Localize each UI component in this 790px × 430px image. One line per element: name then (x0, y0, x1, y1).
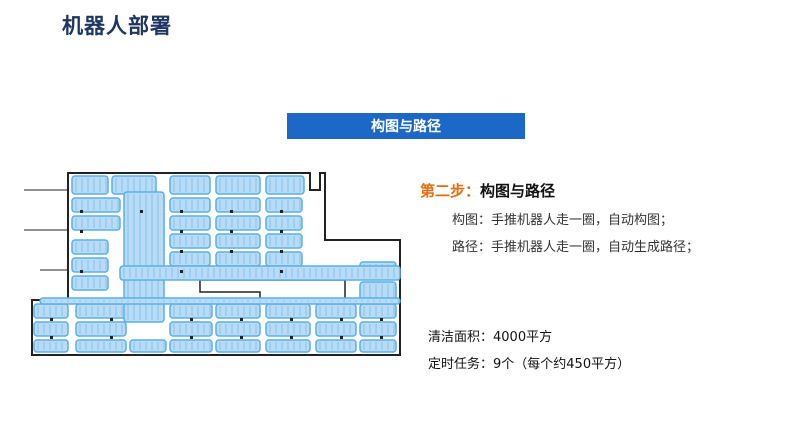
room-zone (33, 339, 69, 353)
map-marker (180, 230, 183, 233)
room-zone (75, 303, 127, 319)
room-zone (359, 321, 397, 337)
step-prefix: 第二步： (420, 182, 481, 200)
room-zone (265, 175, 305, 195)
map-marker (280, 270, 283, 273)
map-marker (80, 210, 83, 213)
map-marker (280, 210, 283, 213)
map-marker (240, 336, 243, 339)
map-marker (190, 318, 193, 321)
room-zone (169, 321, 213, 337)
map-marker (180, 210, 183, 213)
section-banner-label: 构图与路径 (371, 119, 441, 135)
map-marker (380, 318, 383, 321)
map-marker (290, 318, 293, 321)
room-zone (71, 275, 109, 291)
map-marker (190, 336, 193, 339)
map-marker (180, 270, 183, 273)
room-zone (71, 239, 109, 255)
clean-area-stat: 清洁面积：4000平方 (428, 330, 553, 345)
room-zone (33, 321, 69, 337)
map-marker (110, 318, 113, 321)
page-title: 机器人部署 (62, 14, 172, 38)
map-marker (110, 336, 113, 339)
map-marker (340, 336, 343, 339)
section-banner: 构图与路径 (287, 113, 525, 139)
room-zone (129, 339, 167, 353)
step-heading: 第二步：构图与路径 (420, 180, 780, 201)
lower-corridor (39, 297, 401, 305)
room-zone (265, 233, 303, 249)
room-zone (359, 339, 397, 353)
map-marker (290, 336, 293, 339)
room-zone (71, 197, 121, 213)
map-marker (230, 210, 233, 213)
map-marker (80, 230, 83, 233)
map-marker (240, 318, 243, 321)
floor-map (20, 170, 412, 362)
map-marker (380, 336, 383, 339)
floor-map-drawing (24, 172, 401, 356)
room-zone (71, 175, 109, 195)
room-zone (169, 303, 213, 319)
room-zone (265, 215, 303, 231)
map-marker (140, 210, 143, 213)
map-marker (50, 318, 53, 321)
step-block: 第二步：构图与路径 构图：手推机器人走一圈，自动构图； 路径：手推机器人走一圈，… (420, 180, 780, 255)
room-zone (71, 215, 121, 231)
step-line-mapping: 构图：手推机器人走一圈，自动构图； (452, 213, 674, 228)
room-zone (75, 339, 127, 353)
scheduled-task-stat: 定时任务：9个（每个约450平方） (428, 357, 631, 372)
step-line-path: 路径：手推机器人走一圈，自动生成路径； (452, 240, 700, 255)
room-zone (169, 339, 213, 353)
map-marker (230, 230, 233, 233)
room-zone (265, 251, 303, 267)
step-title: 构图与路径 (480, 182, 556, 200)
room-zone (75, 321, 127, 337)
map-marker (340, 318, 343, 321)
room-zone (71, 257, 109, 273)
stats-block: 清洁面积：4000平方 定时任务：9个（每个约450平方） (428, 326, 788, 380)
room-zone (265, 197, 303, 213)
room-zone (359, 303, 397, 319)
map-marker (280, 230, 283, 233)
map-marker (50, 336, 53, 339)
map-marker (230, 250, 233, 253)
room-zone (33, 303, 69, 319)
map-marker (80, 270, 83, 273)
map-marker (180, 250, 183, 253)
map-marker (280, 250, 283, 253)
